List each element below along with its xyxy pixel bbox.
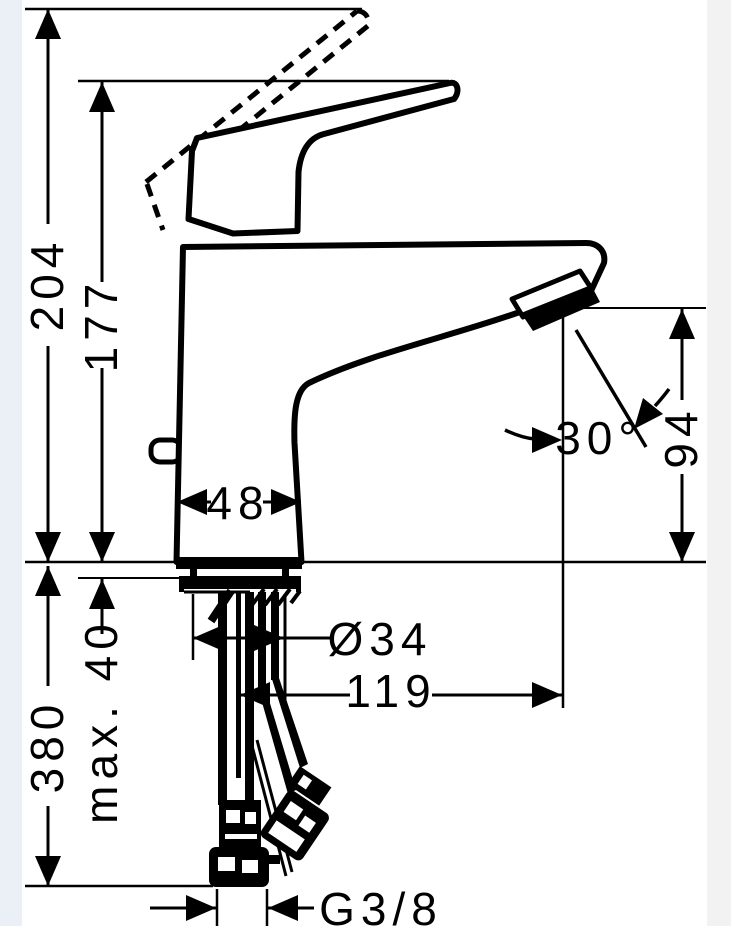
hose-connector-right	[260, 766, 332, 861]
mounting-hardware	[179, 569, 302, 624]
dim-total-height-label: 204	[21, 236, 73, 332]
hose-connector-left	[209, 800, 280, 887]
faucet-base-plate	[176, 557, 302, 569]
faucet-handle-outline	[185, 79, 461, 237]
aerator	[509, 268, 600, 331]
dimension-arrowheads	[35, 9, 695, 921]
dim-spout-height-label: 94	[655, 405, 707, 469]
dim-body-width-label: 48	[206, 477, 270, 529]
right-margin-strip	[707, 0, 731, 926]
dim-spout-reach-label: 119	[345, 665, 437, 717]
left-margin-strip	[0, 0, 22, 926]
dim-shank-diameter-label: Ø34	[327, 613, 433, 665]
dim-connection-thread-label: G3/8	[319, 883, 443, 926]
extension-lines	[25, 7, 706, 926]
dim-spout-angle-label: 30°	[555, 412, 643, 464]
handle-raised-dashed-outline	[144, 8, 372, 231]
faucet-body-outline	[173, 240, 608, 565]
dim-hose-length-label: 380	[21, 698, 73, 794]
dim-handle-height-label: 177	[75, 277, 127, 373]
dim-max-mounting-thickness-label: max. 40	[75, 618, 127, 824]
